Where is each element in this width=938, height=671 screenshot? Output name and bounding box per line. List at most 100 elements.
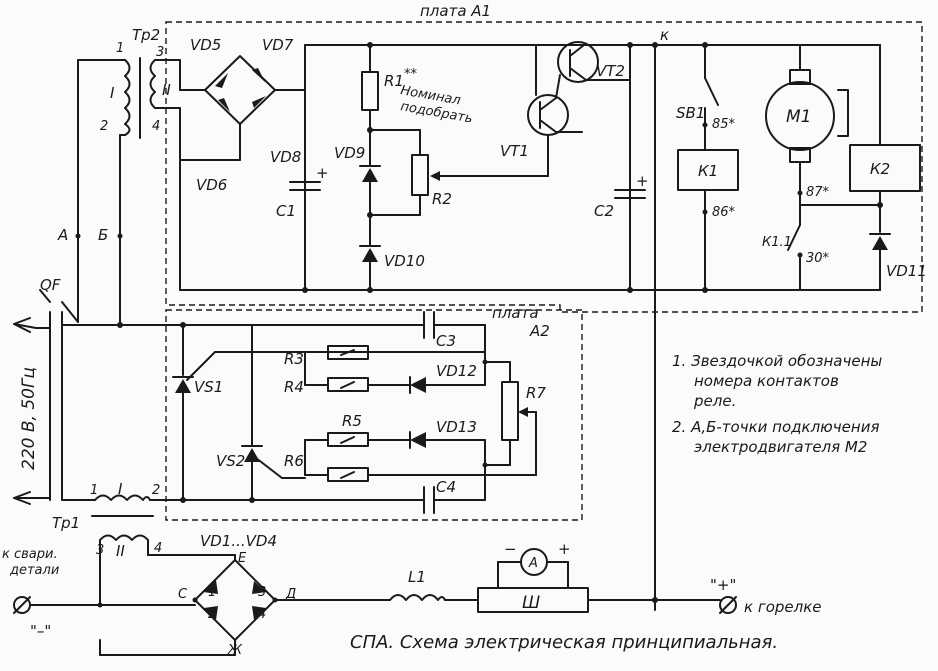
capacitor-c1 <box>289 181 321 191</box>
switch-sb1 <box>702 44 719 151</box>
board-a1-label: плата А1 <box>420 2 491 20</box>
resistor-r3 <box>304 345 486 386</box>
bridge-diode-1: 1 <box>208 585 216 600</box>
transformer-tr1 <box>91 494 236 606</box>
contact-85: 85* <box>712 117 736 132</box>
relay-k2 <box>849 44 921 233</box>
note-2-line-2: электродвигателя М2 <box>694 438 867 456</box>
m1-label: М1 <box>786 107 811 127</box>
diode-vd13 <box>409 431 511 501</box>
tr1-pin-3: 3 <box>96 543 104 558</box>
k11-label: К1.1 <box>762 235 792 250</box>
tr1-label: Тр1 <box>52 514 80 532</box>
vs1-label: VS1 <box>194 378 223 396</box>
transistor-vt2 <box>535 41 631 291</box>
arrow-left-icon <box>13 317 37 333</box>
note-1-line-2: номера контактов <box>694 372 839 390</box>
tr1-winding-2: II <box>116 542 125 560</box>
vd5-label: VD5 <box>190 36 221 54</box>
point-k-label: к <box>660 26 669 44</box>
motor-m1 <box>765 44 883 226</box>
r1-mark: ** <box>404 67 418 82</box>
r4-label: R4 <box>284 378 304 396</box>
r5-label: R5 <box>342 412 362 430</box>
shunt-label: Ш <box>522 593 540 613</box>
ammeter-plus: + <box>558 540 571 558</box>
point-zh-label: Ж <box>227 643 243 658</box>
r6-label: R6 <box>284 452 304 470</box>
contact-30: 30* <box>806 251 830 266</box>
right-terminal-sign: "+" <box>710 576 736 594</box>
c1-plus: + <box>316 164 329 182</box>
note-1-line-1: 1. Звездочкой обозначены <box>672 352 882 370</box>
vd7-label: VD7 <box>262 36 294 54</box>
vd12-label: VD12 <box>436 362 477 380</box>
note-2-line-1: 2. А,Б-точки подключения <box>672 418 879 436</box>
vd13-label: VD13 <box>436 418 477 436</box>
k2-label: К2 <box>870 160 890 178</box>
bridge-vd1-vd4 <box>29 554 278 656</box>
capacitor-c3 <box>419 311 486 356</box>
left-terminal-line-2: детали <box>9 563 59 578</box>
transformer-tr2 <box>124 57 241 161</box>
left-terminal-sign: "–" <box>30 622 51 640</box>
c2-plus: + <box>636 172 649 190</box>
breaker-label: QF <box>40 276 61 294</box>
contact-86: 86* <box>712 205 736 220</box>
zener-vd9 <box>359 149 381 246</box>
note-1-line-3: реле. <box>693 392 736 410</box>
vd10-label: VD10 <box>384 252 425 270</box>
point-a-label: А <box>57 226 68 244</box>
tr1-winding-1: I <box>118 480 123 498</box>
resistor-r1 <box>361 44 379 151</box>
board-a2-label-1: плата <box>492 304 539 322</box>
point-c-label: С <box>178 587 188 602</box>
tr1-pin-1: 1 <box>90 483 98 498</box>
bridge-diode-2: 2 <box>208 607 216 622</box>
diagram-caption: СПА. Схема электрическая принципиальная. <box>350 632 778 653</box>
ammeter <box>520 548 548 576</box>
r2-label: R2 <box>432 190 452 208</box>
shunt <box>477 561 721 613</box>
board-a2-label-2: А2 <box>529 322 550 340</box>
right-terminal-label: к горелке <box>744 598 822 616</box>
vd11-label: VD11 <box>886 262 927 280</box>
r1-label: R1 <box>384 72 404 90</box>
bus-lines <box>61 59 421 503</box>
bridge-diode-3: 3 <box>258 585 266 600</box>
tr2-pin-3: 3 <box>156 45 164 60</box>
inductor-l1 <box>274 594 479 601</box>
ammeter-label: А <box>528 556 538 571</box>
a1-rails <box>179 42 881 293</box>
capacitor-c2 <box>614 189 646 199</box>
terminal-minus <box>13 596 31 614</box>
board-a2-outline <box>165 309 583 521</box>
board-a1-outline <box>165 21 923 313</box>
tr2-winding-2: II <box>162 81 171 99</box>
c3-label: C3 <box>436 332 456 350</box>
bridge-diode-4: 4 <box>258 607 266 622</box>
point-b-label: Б <box>98 226 108 244</box>
diode-vd12 <box>409 351 511 394</box>
l1-label: L1 <box>408 568 426 586</box>
terminal-plus <box>719 596 737 614</box>
contact-k11 <box>787 224 803 291</box>
potentiometer-r2 <box>369 129 549 216</box>
bridge-vd5-vd8 <box>204 44 306 291</box>
diode-vd11 <box>869 233 891 291</box>
vt1-label: VT1 <box>500 142 529 160</box>
r7-label: R7 <box>526 384 546 402</box>
point-d-label: Д <box>285 587 296 602</box>
tr2-label: Тр2 <box>132 26 160 44</box>
zener-vd10 <box>359 245 381 291</box>
resistor-r5 <box>304 432 411 447</box>
resistor-r6 <box>281 439 486 482</box>
k1-label: К1 <box>698 162 718 180</box>
tr2-pin-4: 4 <box>152 119 160 134</box>
c4-label: C4 <box>436 478 456 496</box>
left-terminal-line-1: к свари. <box>2 547 58 562</box>
vt2-label: VT2 <box>596 62 625 80</box>
thyristor-vs2 <box>241 324 283 501</box>
